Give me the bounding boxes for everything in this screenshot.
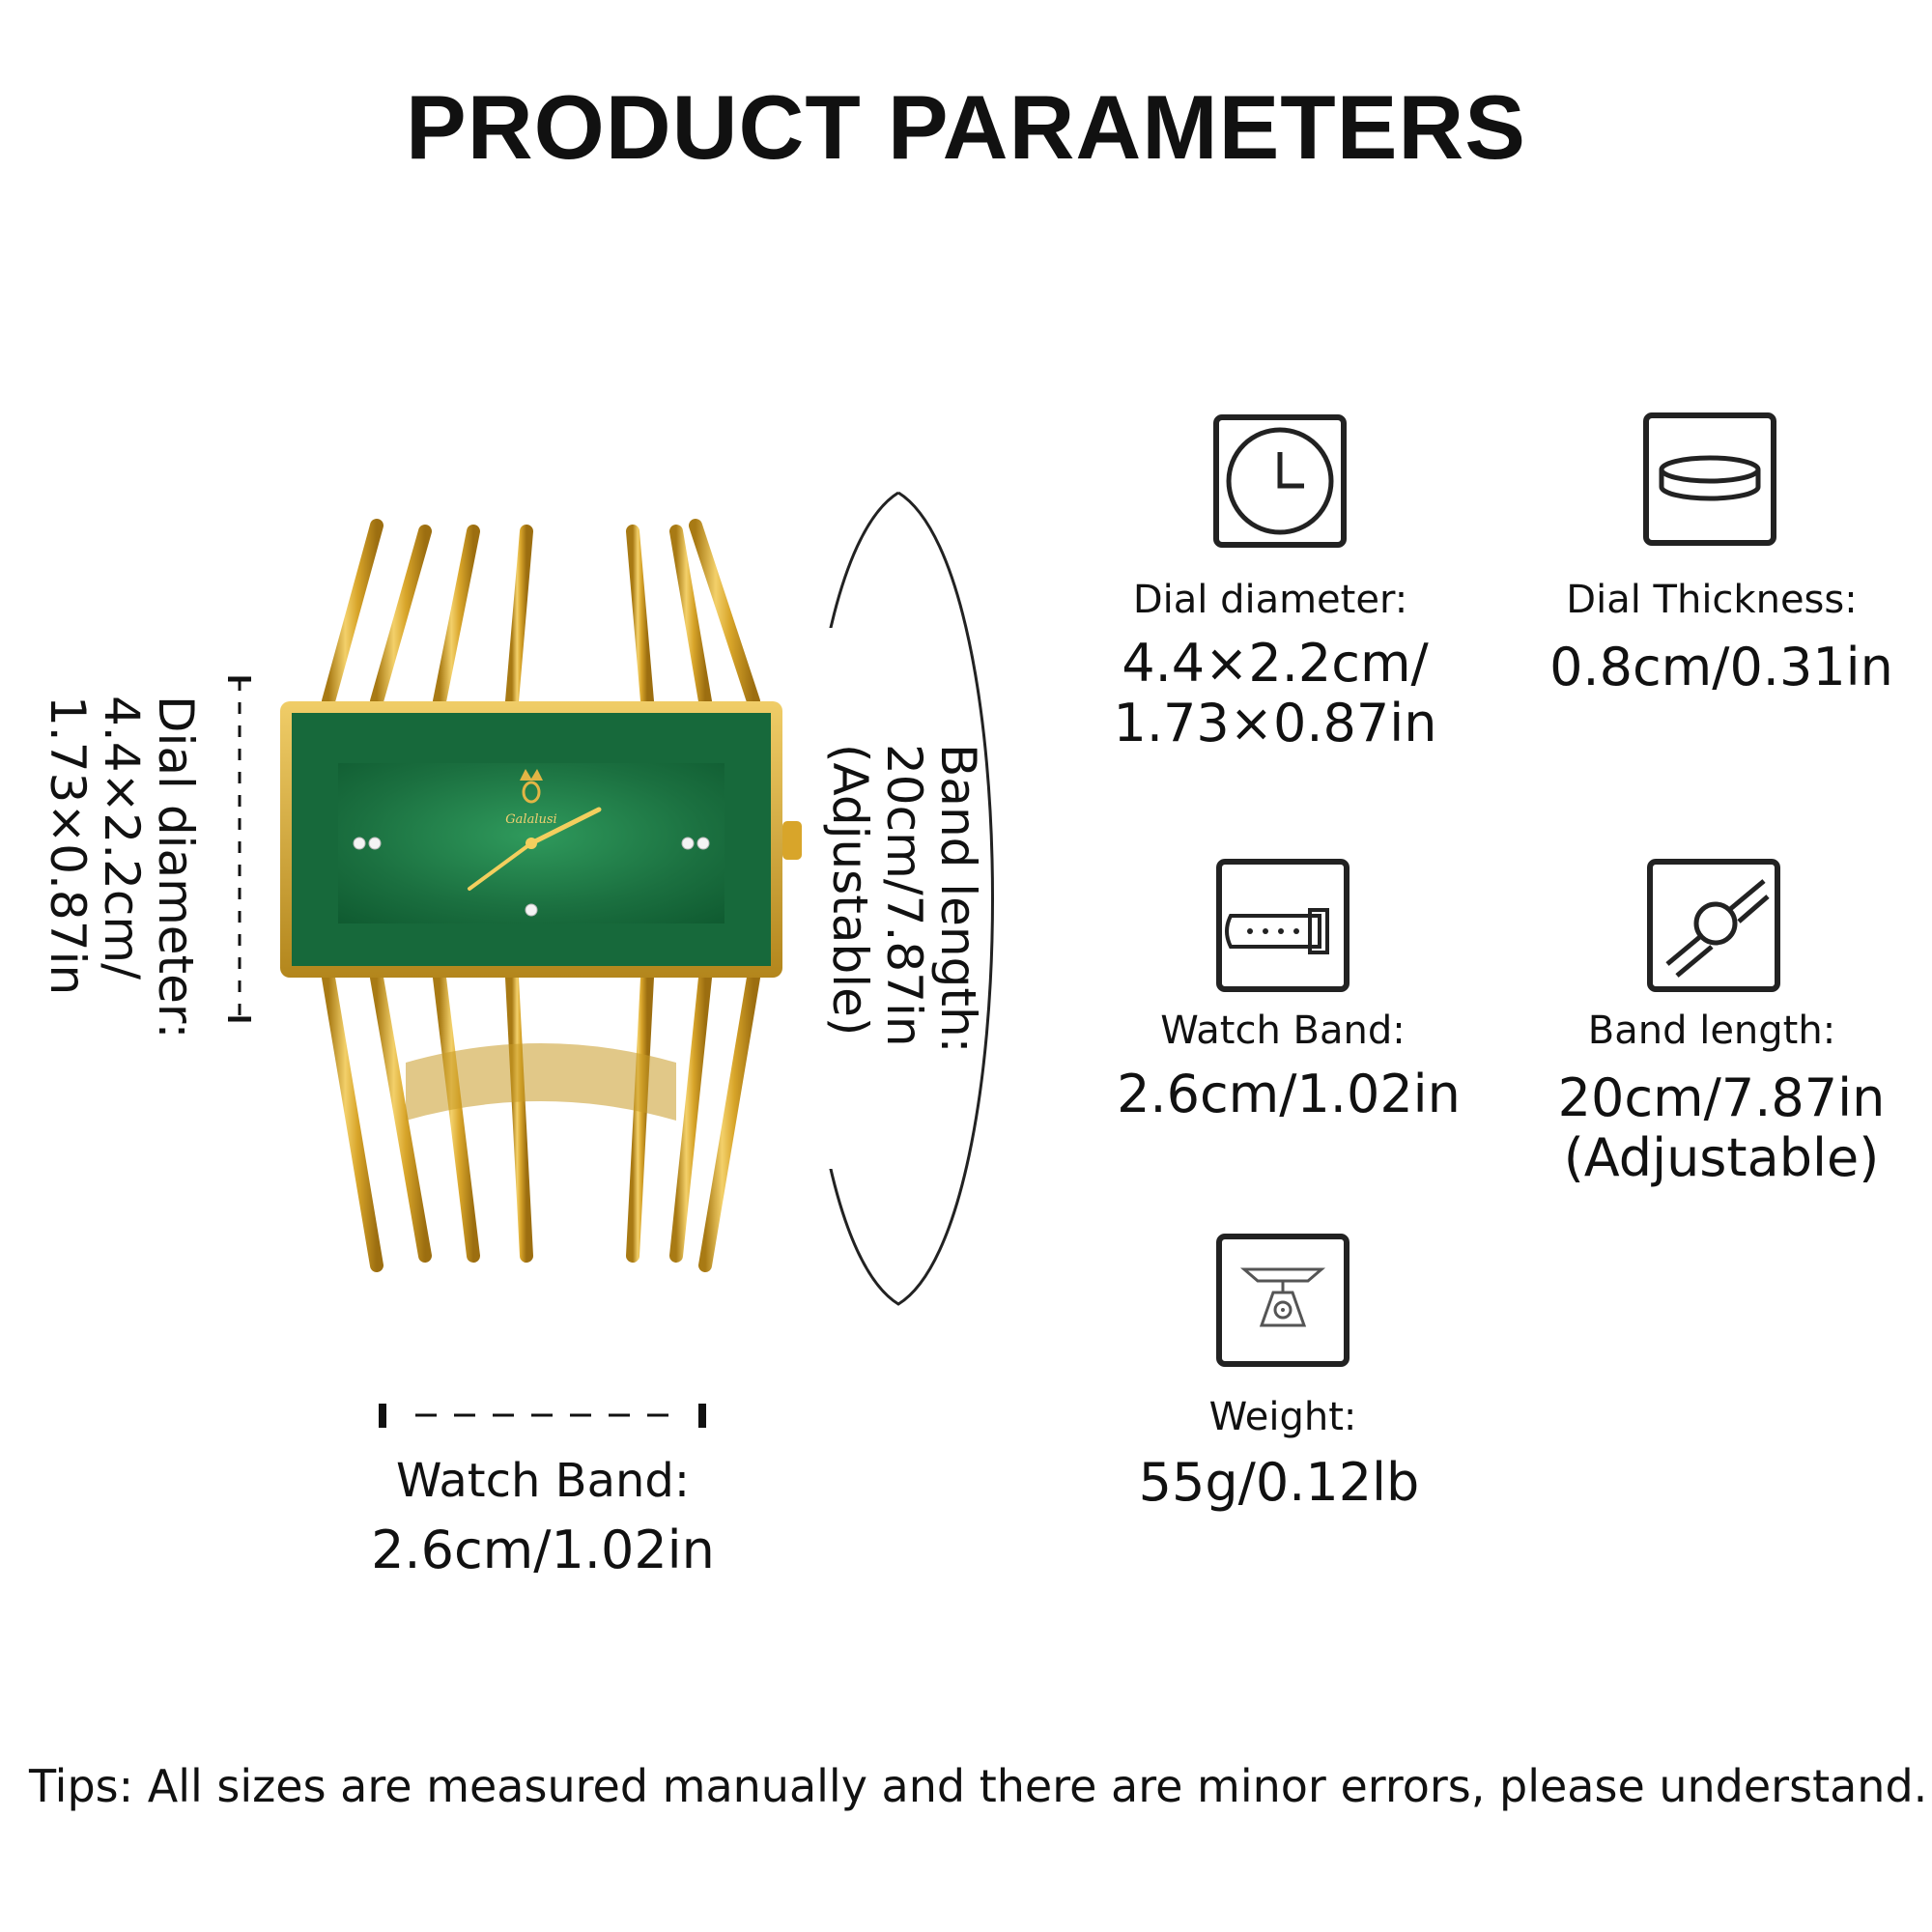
- band-length-icon: [1647, 859, 1780, 992]
- spec-dial-thickness-value: 0.8cm/0.31in: [1549, 637, 1893, 697]
- spec-watch-band-value: 2.6cm/1.02in: [1117, 1064, 1461, 1124]
- spec-watch-band-label: Watch Band:: [1160, 1009, 1406, 1053]
- dial-diameter-figure-label: Dial diameter: 4.4×2.2cm/ 1.73×0.87in: [40, 696, 204, 1039]
- band-length-oval: [802, 491, 994, 1306]
- clock-icon: [1213, 414, 1347, 548]
- spec-weight-value: 55g/0.12lb: [1138, 1452, 1420, 1513]
- watch-illustration: Galalusi: [280, 519, 802, 1272]
- spec-dial-diameter-value: 4.4×2.2cm/ 1.73×0.87in: [1113, 633, 1437, 753]
- band-length-figure-label: Band length: 20cm/7.87in (Adjustable): [822, 744, 986, 1054]
- crown-logo-icon: [520, 769, 543, 804]
- bangle-bottom: [322, 971, 760, 1272]
- bangle-inner: [406, 1043, 676, 1121]
- dial-dimension-line: [228, 676, 251, 1022]
- band-width-dimension-line: [379, 1404, 706, 1428]
- brand-mark: Galalusi: [505, 812, 556, 827]
- page-title: PRODUCT PARAMETERS: [406, 76, 1526, 178]
- spec-band-length-value: 20cm/7.87in (Adjustable): [1557, 1067, 1886, 1188]
- watch-band-icon: [1216, 859, 1350, 992]
- spec-dial-diameter-label: Dial diameter:: [1132, 578, 1408, 622]
- spec-dial-thickness-label: Dial Thickness:: [1566, 578, 1858, 622]
- tips-note: Tips: All sizes are measured manually an…: [29, 1760, 1928, 1812]
- watch-crown: [782, 821, 802, 860]
- watch-band-figure-label: Watch Band: 2.6cm/1.02in: [371, 1454, 715, 1580]
- spec-band-length-label: Band length:: [1587, 1009, 1836, 1053]
- dial-stones: [353, 837, 710, 917]
- watch-hands: [468, 807, 602, 891]
- bangle-top: [322, 519, 760, 708]
- spec-weight-label: Weight:: [1208, 1395, 1357, 1439]
- dial-thickness-icon: [1643, 412, 1776, 546]
- scale-icon: [1216, 1234, 1350, 1367]
